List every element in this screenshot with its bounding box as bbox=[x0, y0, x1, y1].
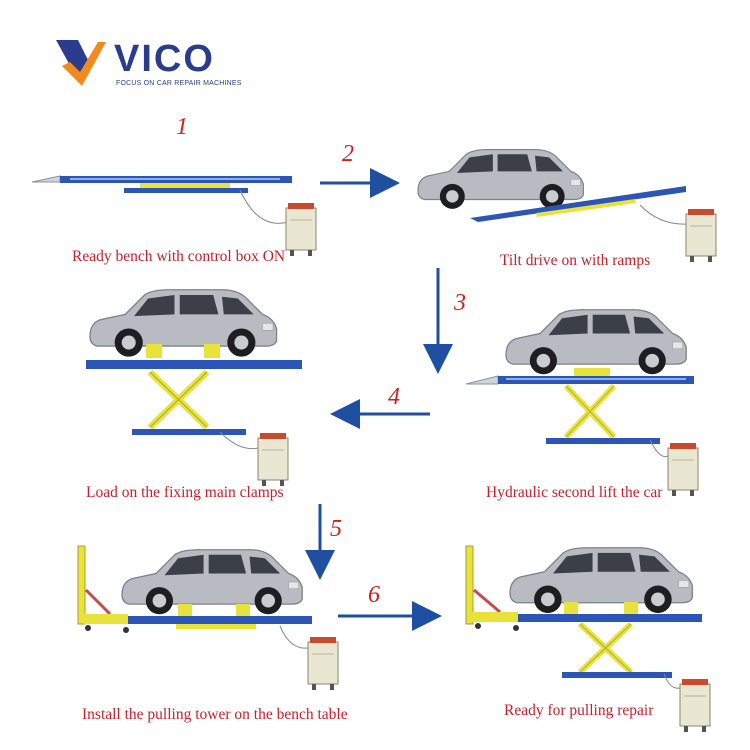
step-2-caption: Tilt drive on with ramps bbox=[500, 252, 651, 269]
step-2-illustration bbox=[417, 148, 717, 263]
step-6-number: 6 bbox=[368, 582, 380, 608]
step-6-illustration bbox=[465, 545, 711, 733]
step-1-illustration bbox=[31, 175, 317, 257]
brand-tagline: FOCUS ON CAR REPAIR MACHINES bbox=[116, 80, 242, 87]
step-5-number: 5 bbox=[330, 516, 342, 542]
step-1-caption: Ready bench with control box ON bbox=[72, 248, 286, 265]
step-4-caption: Load on the fixing main clamps bbox=[86, 484, 284, 501]
step-5-caption: Install the pulling tower on the bench t… bbox=[82, 706, 348, 723]
step-3-illustration bbox=[465, 309, 699, 497]
step-4-illustration bbox=[86, 289, 302, 487]
step-6-caption: Ready for pulling repair bbox=[504, 702, 654, 719]
step-4-number: 4 bbox=[388, 384, 400, 410]
step-2-number: 2 bbox=[342, 141, 354, 167]
step-1-number: 1 bbox=[176, 114, 188, 140]
step-3-caption: Hydraulic second lift the car bbox=[486, 484, 663, 501]
vico-logo-icon bbox=[56, 40, 106, 86]
step-5-illustration bbox=[77, 545, 339, 691]
step-3-number: 3 bbox=[454, 290, 466, 316]
brand-name: VICO bbox=[114, 38, 215, 80]
